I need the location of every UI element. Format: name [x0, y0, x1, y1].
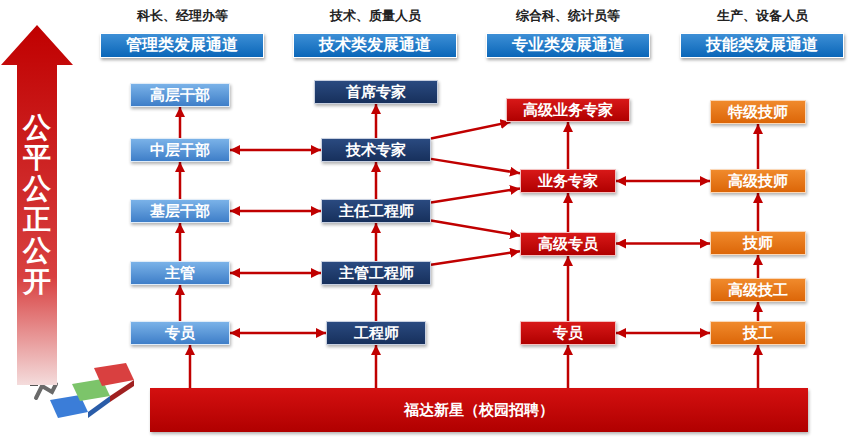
connector-arrow	[567, 122, 570, 169]
node-text: 福达新星（校园招聘）	[404, 401, 554, 420]
column-caption: 生产、设备人员	[717, 7, 808, 25]
connector-arrow	[179, 285, 182, 321]
node-text: 管理类发展通道	[126, 35, 238, 56]
node-text: 技师	[743, 234, 773, 253]
connector-arrow	[431, 159, 520, 173]
node-text: 首席专家	[346, 83, 406, 102]
node-text: 特级技师	[728, 103, 788, 122]
connector-arrow	[375, 345, 378, 388]
career-box: 工程师	[326, 321, 426, 345]
connector-arrow	[431, 220, 520, 235]
node-text: 技工	[743, 324, 773, 343]
career-box: 高级技师	[710, 169, 806, 193]
column-caption: 综合科、统计员等	[516, 7, 620, 25]
connector-arrow	[616, 332, 710, 335]
career-box: 高层干部	[130, 83, 230, 107]
node-text: 高级业务专家	[523, 101, 613, 120]
career-box: 主任工程师	[321, 199, 431, 223]
career-box: 基层干部	[130, 199, 230, 223]
channel-header: 技术类发展通道	[293, 33, 457, 58]
connector-arrow	[179, 162, 182, 199]
step-block	[94, 363, 134, 386]
career-box: 专员	[130, 321, 230, 345]
connector-arrow	[230, 272, 321, 275]
node-text: 高层干部	[150, 86, 210, 105]
node-text: 高级技师	[728, 172, 788, 191]
connector-arrow	[757, 124, 760, 169]
step-side	[88, 396, 110, 418]
connector-arrow	[431, 122, 510, 139]
base-bar: 福达新星（校园招聘）	[150, 388, 808, 432]
node-text: 中层干部	[150, 141, 210, 160]
principle-arrow: 公平 公正 公开	[1, 25, 73, 385]
connector-arrow	[616, 242, 710, 245]
connector-arrow	[179, 107, 182, 138]
node-text: 主管	[165, 264, 195, 283]
node-text: 高级专员	[538, 235, 598, 254]
connector-arrow	[757, 345, 760, 388]
connector-arrow	[375, 285, 378, 321]
career-box: 专员	[520, 321, 616, 345]
connector-arrow	[375, 162, 378, 199]
connector-arrow	[230, 210, 321, 213]
connector-arrow	[375, 223, 378, 261]
node-text: 高级技工	[728, 281, 788, 300]
connector-arrow	[757, 193, 760, 231]
connector-arrow	[567, 256, 570, 321]
career-box: 业务专家	[520, 169, 616, 193]
connector-arrow	[189, 345, 192, 388]
column-caption: 科长、经理办等	[137, 7, 228, 25]
node-text: 基层干部	[150, 202, 210, 221]
career-box: 技术专家	[321, 138, 431, 162]
career-box: 高级业务专家	[506, 98, 630, 122]
career-box: 首席专家	[314, 80, 438, 104]
connector-arrow	[616, 180, 710, 183]
node-text: 专员	[553, 324, 583, 343]
connector-arrow	[431, 251, 520, 264]
career-box: 高级技工	[710, 278, 806, 302]
connector-arrow	[567, 193, 570, 232]
connector-arrow	[757, 302, 760, 321]
connector-arrow	[230, 149, 321, 152]
node-text: 专员	[165, 324, 195, 343]
connector-arrow	[179, 223, 182, 261]
career-box: 特级技师	[710, 100, 806, 124]
channel-header: 专业类发展通道	[486, 33, 650, 58]
channel-header: 管理类发展通道	[100, 33, 264, 58]
node-text: 技术类发展通道	[319, 35, 431, 56]
node-text: 专业类发展通道	[512, 35, 624, 56]
column-caption: 技术、质量人员	[330, 7, 421, 25]
channel-header: 技能类发展通道	[680, 33, 844, 58]
node-text: 主管工程师	[339, 264, 414, 283]
node-text: 主任工程师	[339, 202, 414, 221]
career-box: 主管	[130, 261, 230, 285]
career-box: 中层干部	[130, 138, 230, 162]
connector-arrow	[567, 345, 570, 388]
career-box: 主管工程师	[321, 261, 431, 285]
node-text: 技能类发展通道	[706, 35, 818, 56]
connector-arrow	[431, 189, 520, 203]
connector-arrow	[757, 255, 760, 278]
node-text: 工程师	[354, 324, 399, 343]
career-box: 高级专员	[520, 232, 616, 256]
arrow-body	[1, 25, 73, 385]
career-box: 技师	[710, 231, 806, 255]
career-box: 技工	[710, 321, 806, 345]
node-text: 业务专家	[538, 172, 598, 191]
node-text: 公平 公正 公开	[23, 113, 51, 298]
step-side	[110, 380, 134, 402]
connector-arrow	[375, 104, 378, 138]
node-text: 技术专家	[346, 141, 406, 160]
connector-arrow	[230, 332, 326, 335]
